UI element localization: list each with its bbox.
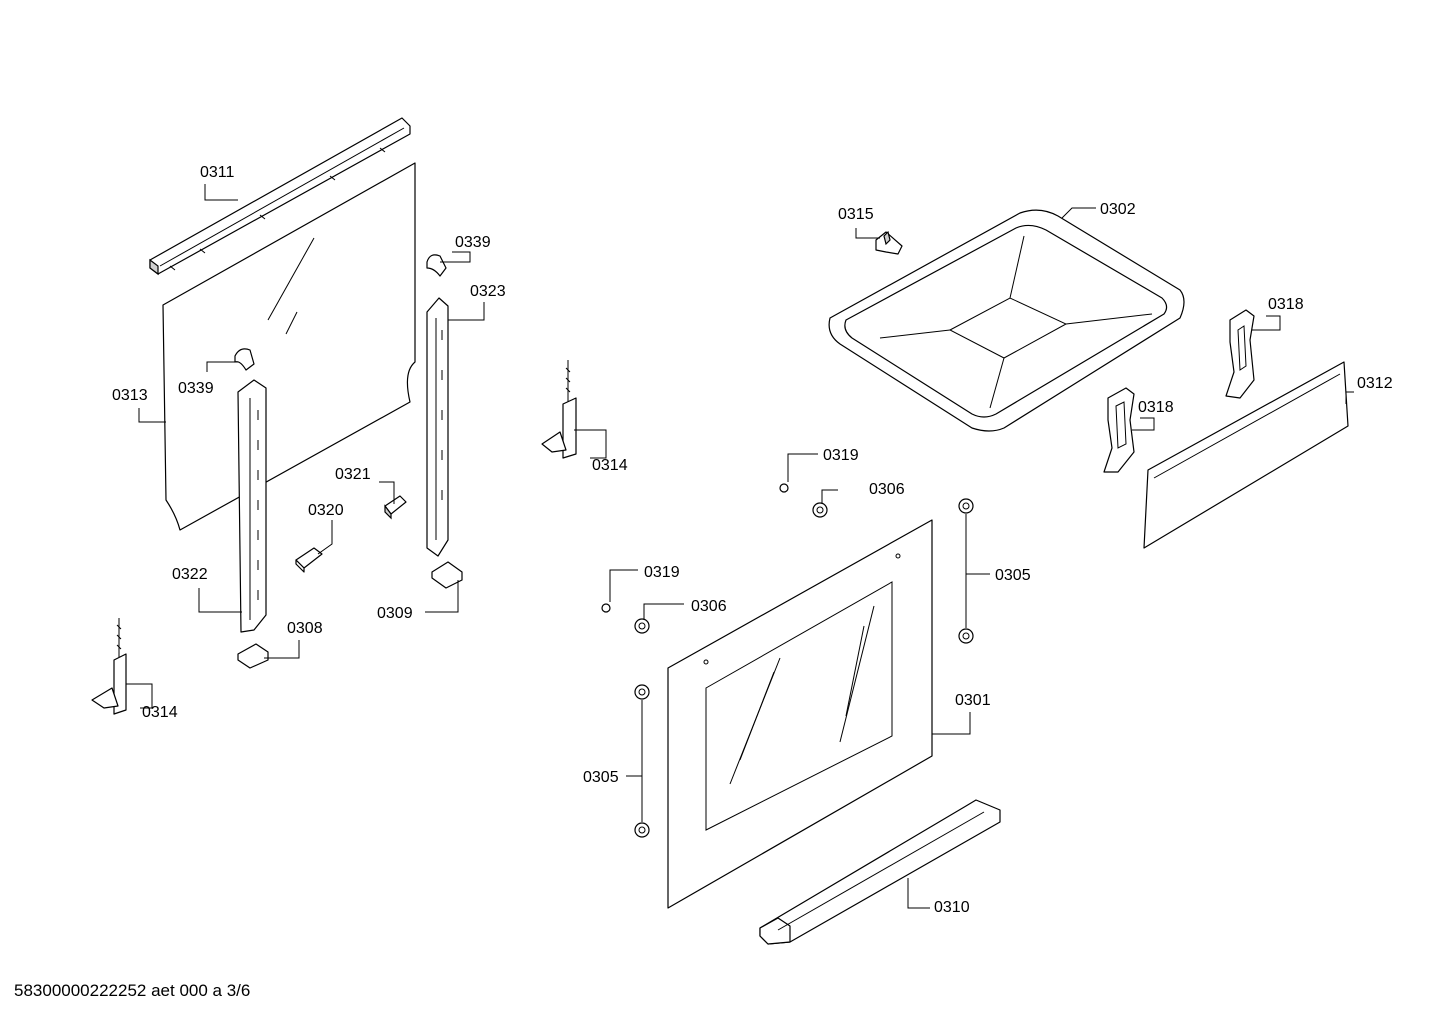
bumper-0305-b: [958, 628, 974, 644]
hinge-bracket-lower: [1103, 387, 1135, 473]
hinge-left: [91, 618, 127, 715]
small-clip-0321: [384, 495, 407, 520]
callout-0308: 0308: [287, 620, 323, 637]
inner-glass-panel: [162, 162, 416, 531]
bracket-0309: [431, 561, 463, 589]
callout-0310: 0310: [934, 899, 970, 916]
bracket-0308: [237, 643, 269, 669]
callout-0318-lower: 0318: [1138, 399, 1174, 416]
spacer-0306-upper: [812, 502, 828, 518]
callout-0315: 0315: [838, 206, 874, 223]
callout-0322: 0322: [172, 566, 208, 583]
tray-0302: [828, 209, 1185, 432]
leader-lines: [126, 184, 1354, 909]
callout-0339-lower: 0339: [178, 380, 214, 397]
glass-plate-0312: [1143, 361, 1349, 549]
oven-door-0301: [667, 519, 933, 909]
bumper-0305-d: [634, 822, 650, 838]
callout-0320: 0320: [308, 502, 344, 519]
callout-0302: 0302: [1100, 201, 1136, 218]
screw-0319-lower: [601, 603, 611, 613]
spacer-0306-lower: [634, 618, 650, 634]
callout-0309: 0309: [377, 605, 413, 622]
door-handle-0310: [759, 799, 1001, 945]
left-rail: [237, 379, 267, 633]
clip-0315: [875, 230, 903, 255]
callout-0312: 0312: [1357, 375, 1393, 392]
callout-0314-left: 0314: [142, 704, 178, 721]
callout-0319-upper: 0319: [823, 447, 859, 464]
callout-0311: 0311: [200, 164, 235, 181]
callout-0301: 0301: [955, 692, 991, 709]
callout-0318-upper: 0318: [1268, 296, 1304, 313]
screw-0319-upper: [779, 483, 789, 493]
hinge-bracket-upper: [1225, 309, 1255, 399]
callout-0314-center: 0314: [592, 457, 628, 474]
bracket-0320: [295, 547, 323, 573]
callout-0339-upper: 0339: [455, 234, 491, 251]
top-trim-strip: [149, 117, 411, 276]
document-reference: 58300000222252 aet 000 a 3/6: [14, 981, 251, 1000]
bumper-0305-a: [958, 498, 974, 514]
callout-0321: 0321: [335, 466, 371, 483]
callout-0306-lower: 0306: [691, 598, 727, 615]
hinge-center: [541, 360, 577, 459]
right-rail: [426, 297, 449, 557]
callout-0319-lower: 0319: [644, 564, 680, 581]
clip-upper: [426, 254, 447, 277]
callout-0306-upper: 0306: [869, 481, 905, 498]
callout-0305-left: 0305: [583, 769, 619, 786]
callout-0323: 0323: [470, 283, 506, 300]
callout-0305-right: 0305: [995, 567, 1031, 584]
bumper-0305-c: [634, 684, 650, 700]
callout-0313: 0313: [112, 387, 148, 404]
